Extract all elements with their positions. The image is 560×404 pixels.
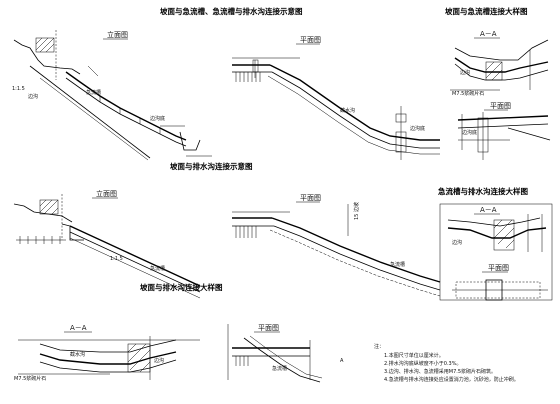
- view-label-plan-4: 平面图: [488, 264, 509, 272]
- elevation-mid-left: 立面图 急流槽 1:1.5: [13, 189, 201, 299]
- notes-block: 注： 1.本图尺寸单位以厘米计。 2.排水沟沟底纵坡度不小于0.3%。 3.边沟…: [374, 343, 519, 383]
- label-cut-ditch-4: 截水沟: [70, 351, 85, 358]
- label-ditch-bottom-2: 边沟底: [410, 125, 425, 132]
- note-line-1: 1.本图尺寸单位以厘米计。: [384, 352, 444, 359]
- label-m-2: M7.5浆砌片石: [14, 375, 46, 382]
- label-ditch-2: 截水沟: [340, 107, 355, 114]
- section-mark-a: A: [340, 358, 344, 364]
- title-top-right: 坡面与急流槽连接大样图: [445, 6, 528, 16]
- plan-mid-middle: 平面图 15 边坡 急流槽: [232, 194, 441, 297]
- label-slope-2: 1:1.5: [110, 256, 123, 262]
- label-ditch-bottom-3: 边沟底: [462, 129, 477, 136]
- title-top-left: 坡面与急流槽、急流槽与排水沟连接示意图: [160, 6, 303, 16]
- label-ditch-bottom-1: 边沟底: [150, 115, 165, 122]
- view-label-plan-1: 平面图: [300, 36, 321, 44]
- label-vertical-note: 15 边坡: [353, 202, 360, 220]
- label-chute-1: 急流槽: [86, 89, 101, 96]
- label-slope-1: 1:1.5: [12, 86, 25, 92]
- title-mid-right: 急流槽与排水沟连接大样图: [438, 186, 528, 196]
- label-chute-2: 急流槽: [150, 265, 165, 272]
- label-chute-3: 急流槽: [390, 261, 405, 268]
- elevation-top-left: 立面图 急流槽 边沟底 1:1.5 边沟: [12, 30, 212, 161]
- label-ditch-4: 边沟: [452, 239, 462, 246]
- note-line-3: 3.边沟、排水沟、急流槽采用M7.5浆砌片石砌筑。: [384, 368, 496, 375]
- plan-top-middle: 平面图 截水沟 边沟底: [232, 36, 440, 160]
- title-bottom-left: 坡面与排水沟连接大样图: [140, 282, 223, 292]
- section-bottom-left: A－A 截水沟 M7.5浆砌片石 边沟: [14, 324, 200, 382]
- view-label-plan-2: 平面图: [490, 102, 511, 110]
- title-mid-left: 坡面与排水沟连接示意图: [170, 161, 253, 171]
- label-ditch-3: 边沟: [460, 69, 470, 76]
- note-line-4: 4.急流槽与排水沟连接处应设置消力池，沉砂池，防止冲刷。: [384, 376, 519, 383]
- view-label-elevation-2: 立面图: [96, 189, 117, 198]
- view-label-section-1: A－A: [480, 30, 497, 38]
- note-line-2: 2.排水沟沟底纵坡度不小于0.3%。: [384, 360, 461, 367]
- view-label-plan-3: 平面图: [300, 194, 321, 202]
- label-chute-4: 急流槽: [272, 365, 287, 372]
- view-label-elevation-1: 立面图: [107, 30, 128, 39]
- plan-bottom-middle: 平面图 急流槽 A: [227, 324, 344, 383]
- view-label-section-3: A－A: [70, 324, 87, 332]
- view-label-section-2: A－A: [480, 206, 497, 214]
- view-label-plan-5: 平面图: [258, 324, 279, 332]
- section-mid-right: A－A 边沟 平面图: [439, 203, 553, 301]
- label-ditch-1: 边沟: [28, 93, 38, 100]
- label-m-1: M7.5浆砌片石: [452, 90, 484, 97]
- label-ditch-5: 边沟: [154, 357, 164, 364]
- section-top-right: A－A 边沟 M7.5浆砌片石 平面图 边沟底: [450, 30, 551, 160]
- notes-heading: 注：: [374, 343, 384, 350]
